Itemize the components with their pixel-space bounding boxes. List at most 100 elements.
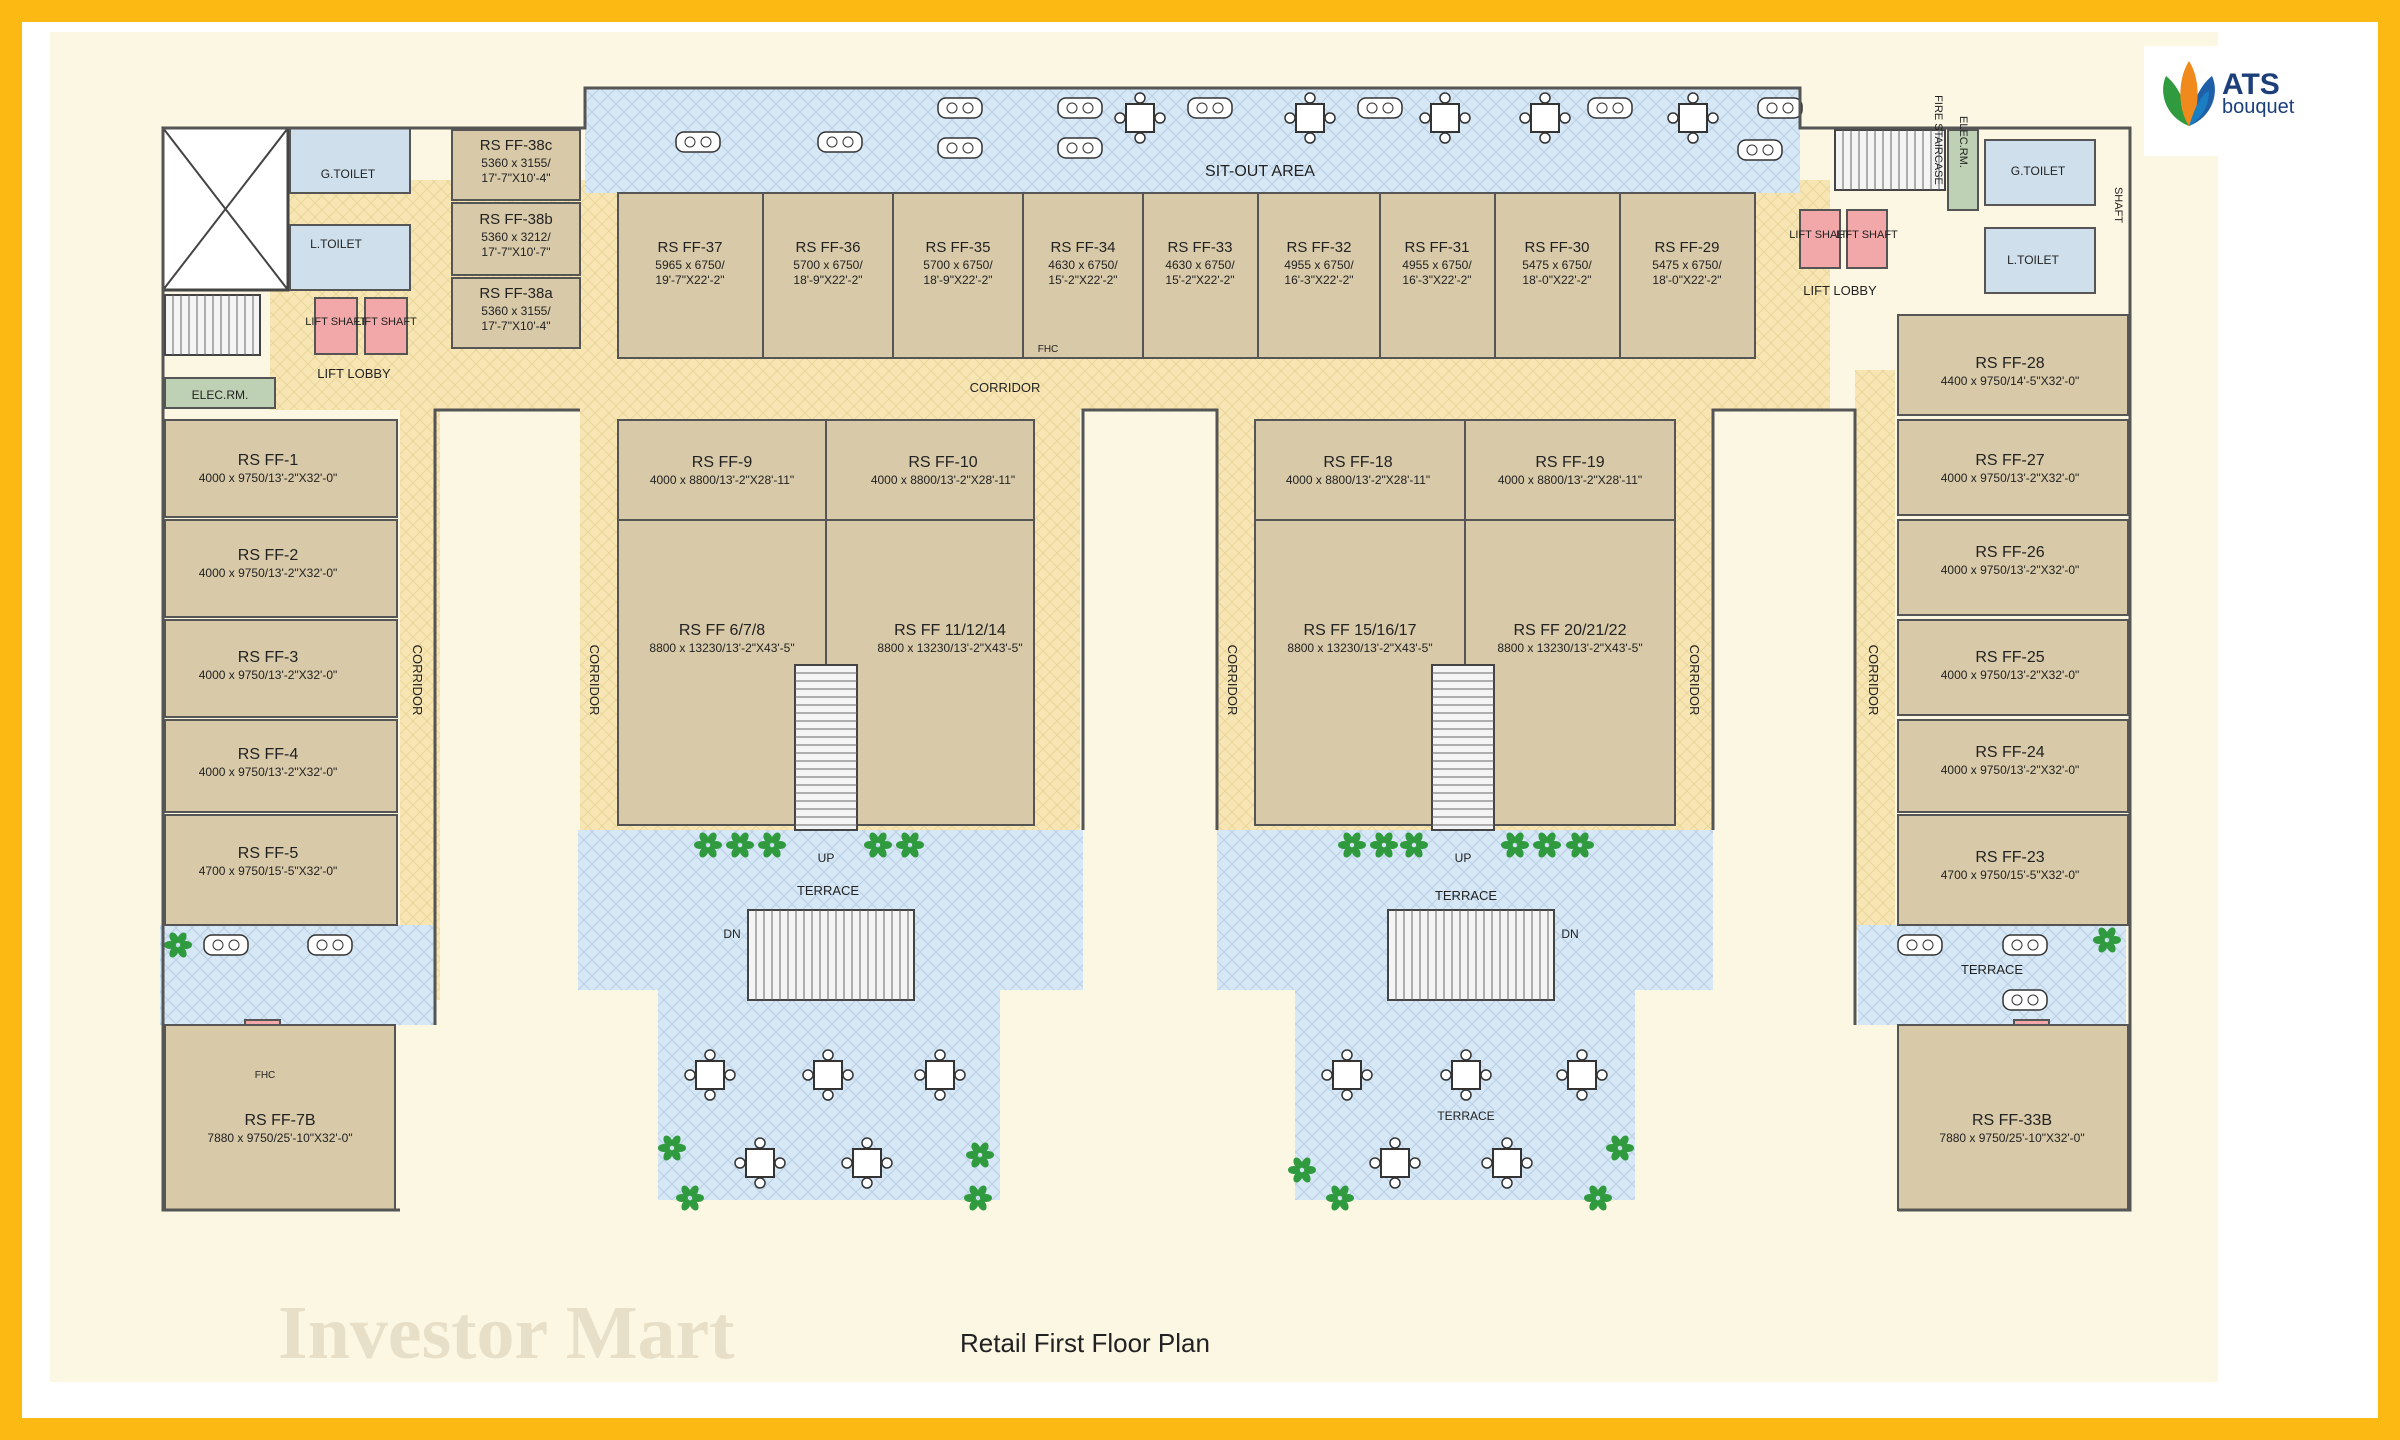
- unit-name: RS FF-38c: [480, 137, 553, 154]
- plant: [1501, 832, 1529, 858]
- unit-name: RS FF-30: [1524, 239, 1589, 256]
- unit-dimensions: 5360 x 3155/: [481, 304, 551, 318]
- unit-name: RS FF-34: [1050, 239, 1115, 256]
- unit-size: 19'-7"X22'-2": [655, 273, 724, 287]
- cafe-table: [684, 1049, 736, 1101]
- stair-treads: [172, 130, 1940, 1000]
- unit-size: 18'-0"X22'-2": [1652, 273, 1721, 287]
- lift-lobby-right: LIFT LOBBY: [1803, 283, 1877, 298]
- cafe-table: [841, 1137, 893, 1189]
- unit-name: RS FF-23: [1975, 849, 2044, 866]
- unit-dimensions: 5475 x 6750/: [1652, 258, 1722, 272]
- terrace-areas: [160, 88, 2126, 1200]
- unit-name: RS FF-9: [692, 454, 753, 471]
- plan-title: Retail First Floor Plan: [960, 1328, 1210, 1358]
- unit-dimensions: 4955 x 6750/: [1402, 258, 1472, 272]
- lounge-seat: [2002, 934, 2048, 956]
- plant: [2093, 927, 2121, 953]
- lounge-seat: [1737, 139, 1783, 161]
- unit-dimensions: 4000 x 9750/13'-2"X32'-0": [199, 566, 338, 580]
- dn-label-2: DN: [1561, 927, 1578, 941]
- cafe-table: [1481, 1137, 1533, 1189]
- lounge-seat: [937, 137, 983, 159]
- unit-name: RS FF-33B: [1972, 1112, 2052, 1129]
- corridor-label-c2: CORRIDOR: [1225, 645, 1240, 716]
- lift-shaft-3: LIFT SHAFT: [1789, 229, 1851, 241]
- unit-name: RS FF-5: [238, 845, 299, 862]
- unit-name: RS FF-36: [795, 239, 860, 256]
- unit-dimensions: 8800 x 13230/13'-2"X43'-5": [1497, 641, 1642, 655]
- unit-name: RS FF-29: [1654, 239, 1719, 256]
- unit-dimensions: 5475 x 6750/: [1522, 258, 1592, 272]
- outer-walls: [161, 86, 2132, 1212]
- plant: [758, 832, 786, 858]
- terrace-label-1: TERRACE: [797, 883, 859, 898]
- corridor-label-c1: CORRIDOR: [587, 645, 602, 716]
- cafe-table: [802, 1049, 854, 1101]
- plant: [1288, 1157, 1316, 1183]
- plant: [896, 832, 924, 858]
- lounge-seat: [1897, 934, 1943, 956]
- unit-name: RS FF-3: [238, 649, 299, 666]
- cafe-table: [914, 1049, 966, 1101]
- unit-dimensions: 4630 x 6750/: [1165, 258, 1235, 272]
- unit-dimensions: 5700 x 6750/: [793, 258, 863, 272]
- unit-dimensions: 8800 x 13230/13'-2"X43'-5": [649, 641, 794, 655]
- plant: [658, 1135, 686, 1161]
- unit-dimensions: 4000 x 9750/13'-2"X32'-0": [1941, 763, 2080, 777]
- up-label-2: UP: [1455, 851, 1472, 865]
- lift-shaft-1: LIFT SHAFT: [305, 316, 367, 328]
- unit-size: 18'-9"X22'-2": [793, 273, 862, 287]
- cafe-table: [1440, 1049, 1492, 1101]
- terrace-label-4: TERRACE: [1961, 962, 2023, 977]
- unit-dimensions: 5360 x 3212/: [481, 230, 551, 244]
- unit-size: 15'-2"X22'-2": [1165, 273, 1234, 287]
- lounge-seat: [937, 97, 983, 119]
- unit-name: RS FF-7B: [244, 1112, 315, 1129]
- unit-size: 16'-3"X22'-2": [1284, 273, 1353, 287]
- unit-name: RS FF-10: [908, 454, 977, 471]
- unit-dimensions: 4000 x 9750/13'-2"X32'-0": [1941, 668, 2080, 682]
- planters: [164, 832, 2121, 1211]
- project-watermark: Investor Mart: [278, 1291, 735, 1375]
- unit-dimensions: 4000 x 9750/13'-2"X32'-0": [199, 471, 338, 485]
- unit-dimensions: 4700 x 9750/15'-5"X32'-0": [1941, 868, 2080, 882]
- plant: [164, 932, 192, 958]
- unit-dimensions: 8800 x 13230/13'-2"X43'-5": [877, 641, 1022, 655]
- shaft-label: SHAFT: [2112, 187, 2124, 223]
- cafe-furniture: [203, 92, 2048, 1189]
- unit-name: RS FF-1: [238, 452, 299, 469]
- corridor-label-top: CORRIDOR: [970, 380, 1041, 395]
- lounge-seat: [1187, 97, 1233, 119]
- brand-tagline: bouquet: [2222, 96, 2295, 118]
- unit-name: RS FF-37: [657, 239, 722, 256]
- cafe-table: [1556, 1049, 1608, 1101]
- unit-size: 18'-9"X22'-2": [923, 273, 992, 287]
- unit-dimensions: 7880 x 9750/25'-10"X32'-0": [207, 1131, 352, 1145]
- cafe-table: [1114, 92, 1166, 144]
- lift-shaft-4: LIFT SHAFT: [1836, 229, 1898, 241]
- g-toilet-left: G.TOILET: [321, 167, 376, 181]
- unit-dimensions: 4955 x 6750/: [1284, 258, 1354, 272]
- plant: [1370, 832, 1398, 858]
- corridor-label-right: CORRIDOR: [1866, 645, 1881, 716]
- unit-name: RS FF 6/7/8: [679, 622, 765, 639]
- unit-dimensions: 4400 x 9750/14'-5"X32'-0": [1941, 374, 2080, 388]
- unit-dimensions: 4000 x 8800/13'-2"X28'-11": [1498, 473, 1642, 487]
- sit-out-label: SIT-OUT AREA: [1205, 163, 1315, 180]
- unit-name: RS FF-27: [1975, 452, 2044, 469]
- brand-name: ATS: [2222, 68, 2280, 101]
- plant: [694, 832, 722, 858]
- area-labels: SIT-OUT AREA CORRIDOR CORRIDOR CORRIDOR …: [192, 95, 2124, 1123]
- unit-size: 17'-7"X10'-7": [481, 245, 550, 259]
- lounge-seat: [1057, 97, 1103, 119]
- ats-logo: [2144, 46, 2344, 156]
- plant: [864, 832, 892, 858]
- plant: [1606, 1135, 1634, 1161]
- plant: [1338, 832, 1366, 858]
- cafe-table: [1667, 92, 1719, 144]
- unit-dimensions: 5700 x 6750/: [923, 258, 993, 272]
- lift-lobby-left: LIFT LOBBY: [317, 366, 391, 381]
- lounge-seat: [1057, 137, 1103, 159]
- unit-name: RS FF-38a: [479, 285, 553, 302]
